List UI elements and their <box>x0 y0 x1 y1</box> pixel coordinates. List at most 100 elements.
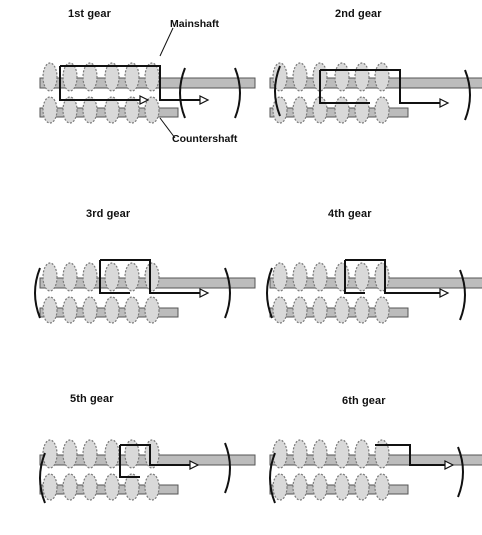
power-flow-path <box>375 444 445 466</box>
gear <box>144 96 160 124</box>
transmission-illustration <box>269 439 482 504</box>
gear <box>62 296 78 324</box>
gear <box>374 96 390 124</box>
rotation-arrow-icon <box>224 267 231 319</box>
gear <box>312 473 328 501</box>
panel-2nd-gear: 2nd gear <box>250 8 482 168</box>
gear <box>124 473 140 501</box>
rotation-arrow-icon <box>234 67 241 119</box>
transmission-illustration <box>39 27 256 139</box>
gear <box>292 296 308 324</box>
gear <box>104 473 120 501</box>
gear <box>62 96 78 124</box>
gear <box>124 439 140 469</box>
gear <box>292 96 308 124</box>
gear <box>82 62 98 92</box>
gear <box>334 262 350 292</box>
gear <box>374 62 390 92</box>
rotation-arrow-icon <box>39 452 46 504</box>
gear <box>124 62 140 92</box>
panel-3rd-gear: 3rd gear <box>20 208 256 368</box>
panel-6th-gear: 6th gear <box>250 385 482 535</box>
gear <box>42 62 58 92</box>
gear <box>42 296 58 324</box>
gear-assembly <box>39 62 256 124</box>
arrow-icon <box>439 98 450 108</box>
gear <box>272 296 288 324</box>
gear-assembly <box>39 439 256 501</box>
gear <box>62 262 78 292</box>
gear <box>144 439 160 469</box>
gear <box>334 439 350 469</box>
gear <box>104 439 120 469</box>
gear <box>82 439 98 469</box>
gear <box>42 473 58 501</box>
gear <box>144 262 160 292</box>
gear <box>42 96 58 124</box>
gear <box>354 296 370 324</box>
rotation-arrow-icon <box>457 446 464 498</box>
power-flow-path <box>100 259 200 294</box>
countershaft-label: Countershaft <box>172 133 238 145</box>
gear-assembly <box>269 262 482 324</box>
rotation-arrow-icon <box>34 267 41 319</box>
transmission-illustration <box>34 259 256 324</box>
panel-title: 4th gear <box>328 208 372 220</box>
transmission-illustration <box>269 62 482 124</box>
gear <box>354 473 370 501</box>
rotation-arrow-icon <box>266 267 273 319</box>
gear <box>374 473 390 501</box>
gear <box>104 96 120 124</box>
gear <box>124 296 140 324</box>
gear <box>42 262 58 292</box>
gear <box>292 473 308 501</box>
gear <box>374 439 390 469</box>
gear <box>272 473 288 501</box>
gear <box>334 473 350 501</box>
gear <box>272 439 288 469</box>
gear <box>374 296 390 324</box>
panel-1st-gear: 1st gear Mainshaft Countershaft <box>20 8 256 168</box>
gear <box>42 439 58 469</box>
power-flow-path <box>99 260 130 294</box>
mainshaft-label: Mainshaft <box>170 18 220 30</box>
gear <box>292 62 308 92</box>
power-flow-path <box>319 70 370 104</box>
gear <box>292 439 308 469</box>
gear <box>354 439 370 469</box>
power-flow-path <box>120 444 190 466</box>
rotation-arrow-icon <box>274 65 281 117</box>
rotation-arrow-icon <box>179 67 186 119</box>
gear <box>354 262 370 292</box>
gear <box>334 296 350 324</box>
power-flow-path <box>59 66 140 101</box>
transmission-illustration <box>39 439 256 504</box>
gear <box>82 473 98 501</box>
gear <box>62 62 78 92</box>
gear <box>272 62 288 92</box>
rotation-arrow-icon <box>464 69 471 121</box>
arrow-icon <box>439 288 450 298</box>
gear <box>144 62 160 92</box>
gear <box>82 296 98 324</box>
gear <box>104 296 120 324</box>
transmission-illustration <box>266 259 482 324</box>
gear <box>82 96 98 124</box>
arrow-icon <box>199 288 210 298</box>
gear <box>312 296 328 324</box>
mainshaft-leader <box>159 27 174 57</box>
rotation-arrow-icon <box>459 269 466 321</box>
gear <box>272 262 288 292</box>
power-flow-path <box>320 69 440 104</box>
arrow-icon <box>444 460 455 470</box>
gear <box>312 439 328 469</box>
arrow-icon <box>199 95 210 105</box>
panel-title: 3rd gear <box>86 208 131 220</box>
gear <box>144 296 160 324</box>
panel-5th-gear: 5th gear <box>20 385 256 535</box>
gear <box>292 262 308 292</box>
panel-title: 2nd gear <box>335 8 382 20</box>
gear <box>374 262 390 292</box>
gear <box>104 262 120 292</box>
